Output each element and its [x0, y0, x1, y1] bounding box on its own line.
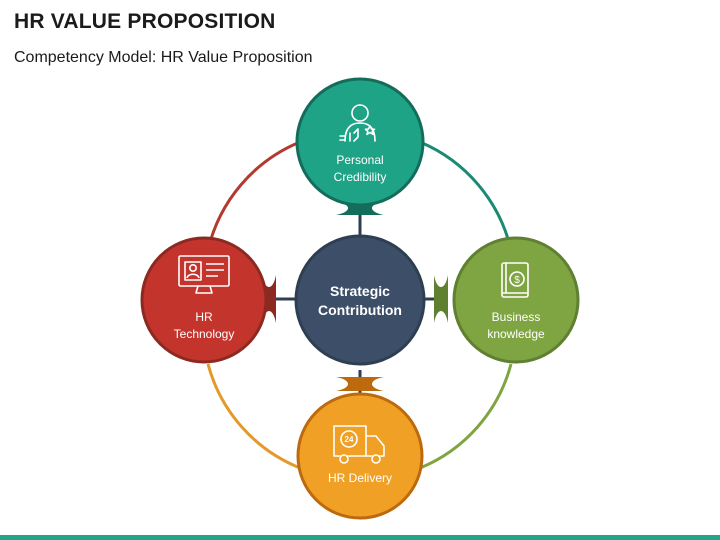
business-knowledge-line1: Business	[492, 310, 541, 324]
person-thumbs-up-icon	[339, 104, 376, 142]
node-hr-delivery: 24 HR Delivery	[296, 392, 424, 520]
node-hr-technology: HR Technology	[140, 236, 268, 364]
bottom-accent-bar	[0, 535, 720, 540]
page-subtitle: Competency Model: HR Value Proposition	[14, 49, 313, 66]
center-node: Strategic Contribution	[294, 234, 426, 366]
computer-profile-icon	[178, 255, 230, 294]
page-title: HR VALUE PROPOSITION	[14, 10, 276, 33]
hr-delivery-label: HR Delivery	[328, 471, 392, 485]
hr-technology-line1: HR	[195, 310, 213, 324]
svg-text:24: 24	[345, 435, 354, 444]
arc-top-right	[419, 140, 513, 251]
book-dollar-icon: $	[501, 262, 529, 298]
arc-left-top	[206, 140, 301, 251]
center-label-line1: Strategic	[330, 283, 390, 299]
arc-bottom-left	[206, 363, 301, 470]
connector-right	[434, 275, 448, 323]
delivery-truck-24-icon: 24	[333, 425, 385, 464]
arc-right-bottom	[419, 363, 513, 470]
svg-text:$: $	[514, 275, 520, 286]
personal-credibility-line1: Personal	[336, 153, 383, 167]
personal-credibility-line2: Credibility	[334, 170, 387, 184]
center-label-line2: Contribution	[318, 302, 402, 318]
connector-bottom	[336, 377, 384, 391]
node-business-knowledge: $ Business knowledge	[452, 236, 580, 364]
hr-technology-line2: Technology	[174, 327, 235, 341]
business-knowledge-line2: knowledge	[487, 327, 545, 341]
node-personal-credibility: Personal Credibility	[295, 77, 425, 207]
